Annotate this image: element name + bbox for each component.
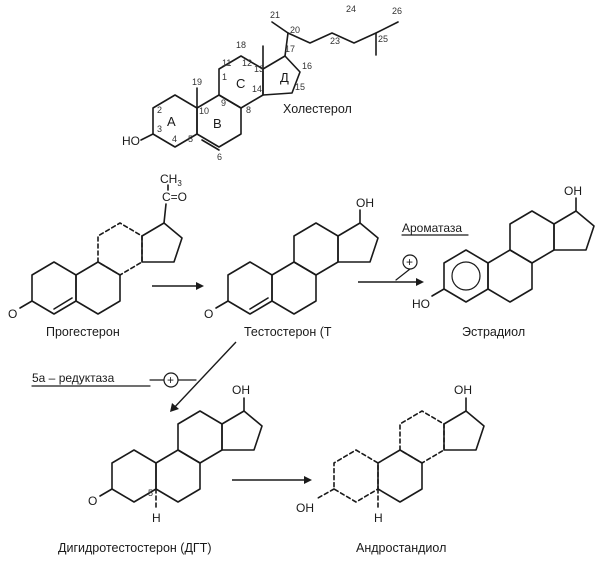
atom-number-17: 17 xyxy=(285,44,295,54)
estradiol-ring-c xyxy=(509,210,555,264)
dht-ring-b xyxy=(155,449,201,503)
atom-number-26: 26 xyxy=(392,6,402,16)
testosterone-o-label: O xyxy=(204,307,213,321)
dht-ring-c xyxy=(177,410,223,464)
progesterone-co-label: C=O xyxy=(162,190,187,204)
progesterone-ring-b xyxy=(75,261,121,315)
estradiol-structure: HO OH Эстрадиол xyxy=(412,184,595,339)
androstanediol-ring-d xyxy=(443,410,485,451)
testosterone-ring-b xyxy=(271,261,317,315)
progesterone-name: Прогестерон xyxy=(46,325,120,339)
ring-a-label: A xyxy=(167,114,176,129)
progesterone-ring-d xyxy=(141,222,183,263)
atom-number-19: 19 xyxy=(192,77,202,87)
testosterone-ring-a xyxy=(227,261,273,315)
dht-oh-label: OH xyxy=(232,383,250,397)
atom-number-18: 18 xyxy=(236,40,246,50)
atom-number-21: 21 xyxy=(270,10,280,20)
atom-number-23: 23 xyxy=(330,36,340,46)
atom-number-4: 4 xyxy=(172,134,177,144)
estradiol-ho-label: HO xyxy=(412,297,430,311)
estradiol-aromatic-circle xyxy=(451,261,481,291)
dht-o-label: O xyxy=(88,494,97,508)
reductase-annotation: 5а – редуктаза + xyxy=(31,371,197,388)
testosterone-structure: O OH Тестостерон (Т xyxy=(204,196,379,339)
atom-number-20: 20 xyxy=(290,25,300,35)
estradiol-ring-a xyxy=(443,249,489,303)
progesterone-ch3-label: CH3 xyxy=(160,172,182,188)
arrowhead-testo-to-dht xyxy=(170,403,179,412)
testosterone-oh-label: OH xyxy=(356,196,374,210)
atom-number-2: 2 xyxy=(157,105,162,115)
androstanediol-h-label: H xyxy=(374,511,383,525)
progesterone-ch3-sub: 3 xyxy=(177,179,182,188)
atom-number-6: 6 xyxy=(217,152,222,162)
atom-number-8: 8 xyxy=(246,105,251,115)
testosterone-name: Тестостерон (Т xyxy=(244,325,332,339)
estradiol-name: Эстрадиол xyxy=(462,325,525,339)
progesterone-structure: O C=O CH3 Прогестерон xyxy=(8,172,187,339)
atom-number-11: 11 xyxy=(222,58,231,68)
progesterone-ring-c xyxy=(97,222,143,276)
arrowhead-dht-to-androstanediol xyxy=(304,476,312,484)
atom-number-5: 5 xyxy=(188,134,193,144)
atom-number-16: 16 xyxy=(302,61,312,71)
aromatase-label: Ароматаза xyxy=(402,221,462,235)
dht-name: Дигидротестостерон (ДГТ) xyxy=(58,541,212,555)
atom-number-15: 15 xyxy=(295,82,305,92)
cholesterol-structure: HO A B C Д 2 3 4 5 6 10 19 9 1 11 12 18 … xyxy=(122,4,402,162)
progesterone-ring-a xyxy=(31,261,77,315)
arrowhead-prog-to-testo xyxy=(196,282,204,290)
cholesterol-ho-label: HO xyxy=(122,134,140,148)
atom-number-25: 25 xyxy=(378,34,388,44)
aromatase-plus-sign: + xyxy=(406,255,413,269)
dht-h-label: H xyxy=(152,511,161,525)
atom-number-3: 3 xyxy=(157,124,162,134)
androstanediol-oh-top-label: OH xyxy=(454,383,472,397)
reductase-plus-sign: + xyxy=(167,373,174,387)
atom-number-1: 1 xyxy=(222,72,227,82)
dht-ring-d xyxy=(221,410,263,451)
atom-number-24: 24 xyxy=(346,4,356,14)
androstanediol-oh-left-label: OH xyxy=(296,501,314,515)
androstanediol-ring-c xyxy=(399,410,445,464)
androstanediol-name: Андростандиол xyxy=(356,541,446,555)
cholesterol-name: Холестерол xyxy=(283,102,352,116)
testosterone-ring-c xyxy=(293,222,339,276)
estradiol-ring-d xyxy=(553,210,595,251)
dht-atom-number-5: 5 xyxy=(148,488,153,498)
testosterone-ring-d xyxy=(337,222,379,263)
cholesterol-ring-d xyxy=(262,55,301,96)
arrowhead-testo-to-estradiol xyxy=(416,278,424,286)
progesterone-ch3-main: CH xyxy=(160,172,177,186)
arrow-testo-to-dht xyxy=(171,341,237,411)
progesterone-o-label: O xyxy=(8,307,17,321)
estradiol-oh-label: OH xyxy=(564,184,582,198)
ring-c-label: C xyxy=(236,76,245,91)
atom-number-14: 14 xyxy=(252,84,262,94)
androstanediol-structure: OH OH H Андростандиол xyxy=(296,383,485,555)
reductase-label: 5а – редуктаза xyxy=(32,371,115,385)
atom-number-13: 13 xyxy=(254,64,264,74)
atom-number-9: 9 xyxy=(221,98,226,108)
estradiol-ring-b xyxy=(487,249,533,303)
atom-number-12: 12 xyxy=(242,58,252,68)
atom-number-10: 10 xyxy=(199,106,209,116)
aromatase-annotation: Ароматаза + xyxy=(395,221,469,281)
androstanediol-ring-b xyxy=(377,449,423,503)
ring-b-label: B xyxy=(213,116,222,131)
ring-d-label: Д xyxy=(280,70,289,85)
dht-structure: O OH 5 H Дигидротестостерон (ДГТ) xyxy=(58,383,263,555)
androstanediol-ring-a xyxy=(333,449,379,503)
